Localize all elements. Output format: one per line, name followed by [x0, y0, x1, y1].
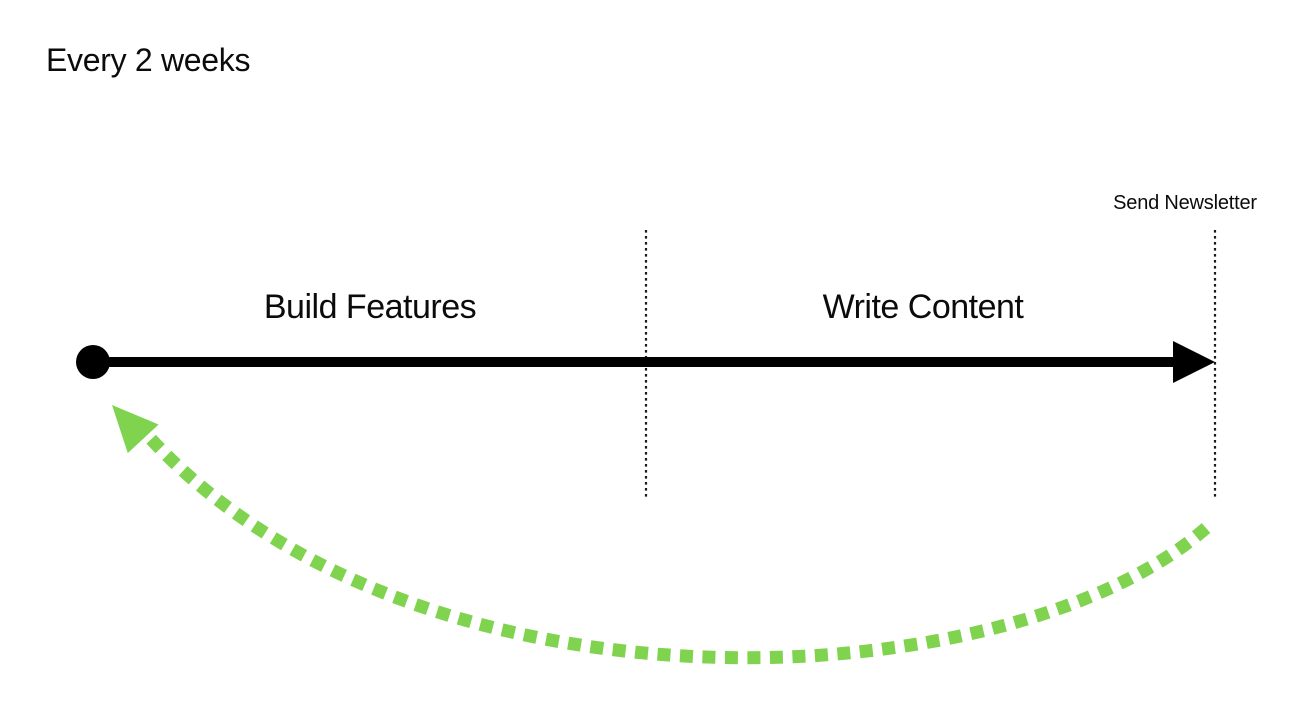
timeline-start-dot: [76, 345, 110, 379]
phase-label-write-content: Write Content: [822, 288, 1024, 326]
phase-label-build-features: Build Features: [263, 288, 477, 326]
diagram-title: Every 2 weeks: [46, 42, 251, 78]
timeline-arrowhead-icon: [1173, 341, 1215, 383]
loop-back-arrowhead-icon: [112, 405, 159, 454]
milestone-label-send-newsletter: Send Newsletter: [1113, 192, 1257, 214]
loop-back-curve: [145, 433, 1211, 665]
